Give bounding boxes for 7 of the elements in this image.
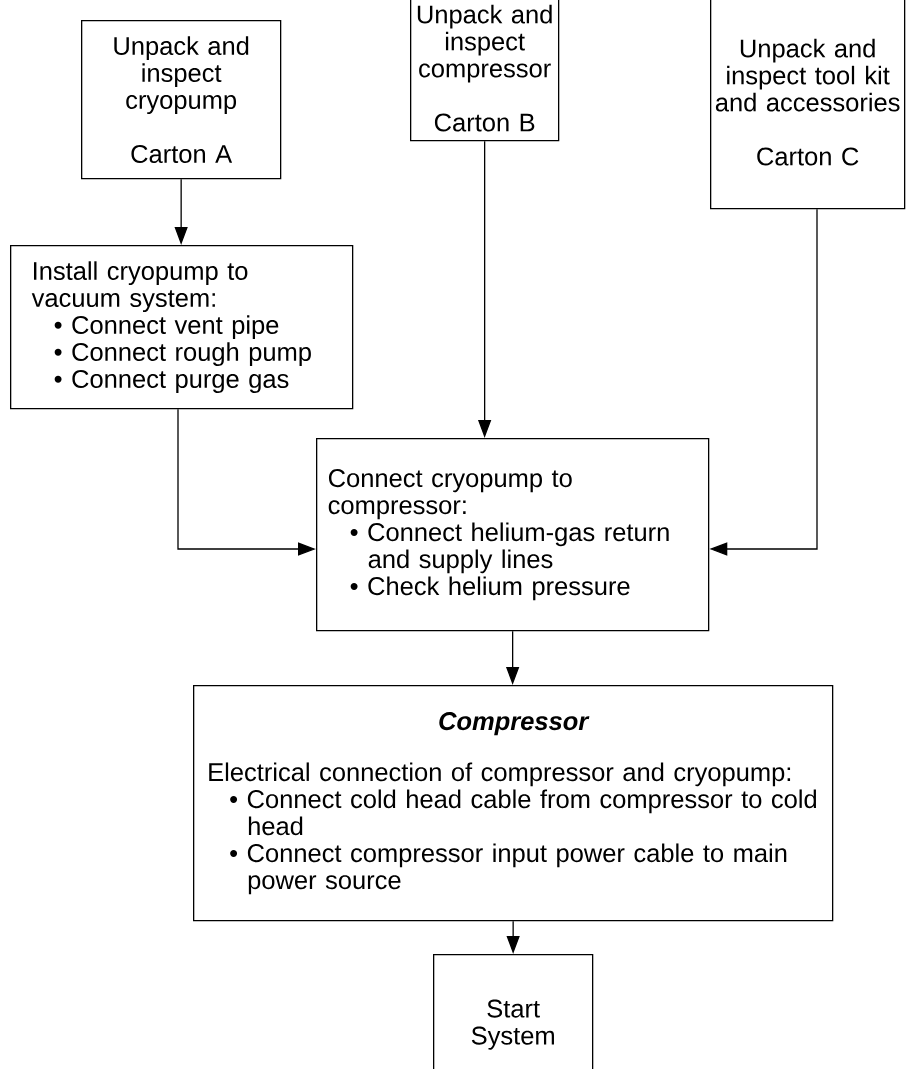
process-box: Connect cryopump to compressor: • Connect helium-gas return and supply lines • Check helium pressure: [316, 438, 710, 632]
process-box: Compressor Electrical connection of compressor and cryopump: • Connect cold head cable from compressor to cold head • Connect compressor input power cable to main power source: [193, 685, 834, 922]
process-box: Unpack and inspect compressor Carton B: [410, 0, 560, 142]
process-box: Unpack and inspect tool kit and accessories Carton C: [710, 0, 906, 210]
process-box: Start System: [433, 954, 594, 1069]
process-box: Unpack and inspect cryopump Carton A: [81, 20, 282, 180]
process-box: Install cryopump to vacuum system: • Connect vent pipe • Connect rough pump • Connect purge gas: [10, 245, 354, 410]
